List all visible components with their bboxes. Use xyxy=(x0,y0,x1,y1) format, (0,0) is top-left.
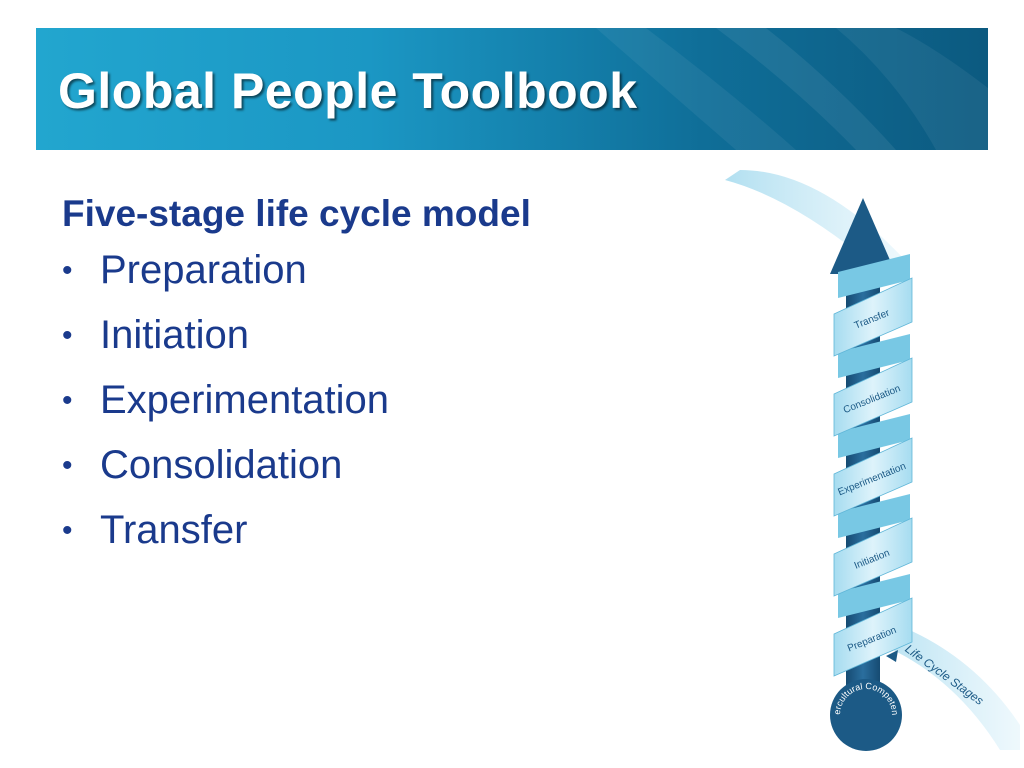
main-content: Five-stage life cycle model • Preparatio… xyxy=(62,190,702,563)
stage-item-experimentation: • Experimentation xyxy=(62,368,702,433)
stage-list: • Preparation • Initiation • Experimenta… xyxy=(62,238,702,563)
stage-item-preparation: • Preparation xyxy=(62,238,702,303)
competence-base xyxy=(830,679,902,751)
title-banner: Global People Toolbook xyxy=(36,28,988,150)
bullet-icon: • xyxy=(62,449,73,482)
stage-item-initiation: • Initiation xyxy=(62,303,702,368)
stage-item-transfer: • Transfer xyxy=(62,498,702,563)
stage-item-consolidation: • Consolidation xyxy=(62,433,702,498)
pointer-icon xyxy=(886,650,898,662)
bullet-icon: • xyxy=(62,319,73,352)
stage-label: Initiation xyxy=(100,313,249,357)
stage-label: Transfer xyxy=(100,508,248,552)
model-heading: Five-stage life cycle model xyxy=(62,193,531,234)
bullet-icon: • xyxy=(62,384,73,417)
bullet-icon: • xyxy=(62,514,73,547)
life-cycle-diagram: Transfer Consolidation Experimentation I… xyxy=(720,170,1020,751)
arrow-head-icon xyxy=(830,198,896,274)
stage-label: Preparation xyxy=(100,248,307,292)
ribbon-front xyxy=(833,277,913,677)
bullet-icon: • xyxy=(62,254,73,287)
stage-label: Experimentation xyxy=(100,378,390,422)
page-title: Global People Toolbook xyxy=(58,63,638,119)
stage-label: Consolidation xyxy=(100,443,343,487)
swoosh-bottom xyxy=(870,620,1020,750)
banner-decoration xyxy=(596,28,988,150)
ribbon-back xyxy=(838,254,910,618)
